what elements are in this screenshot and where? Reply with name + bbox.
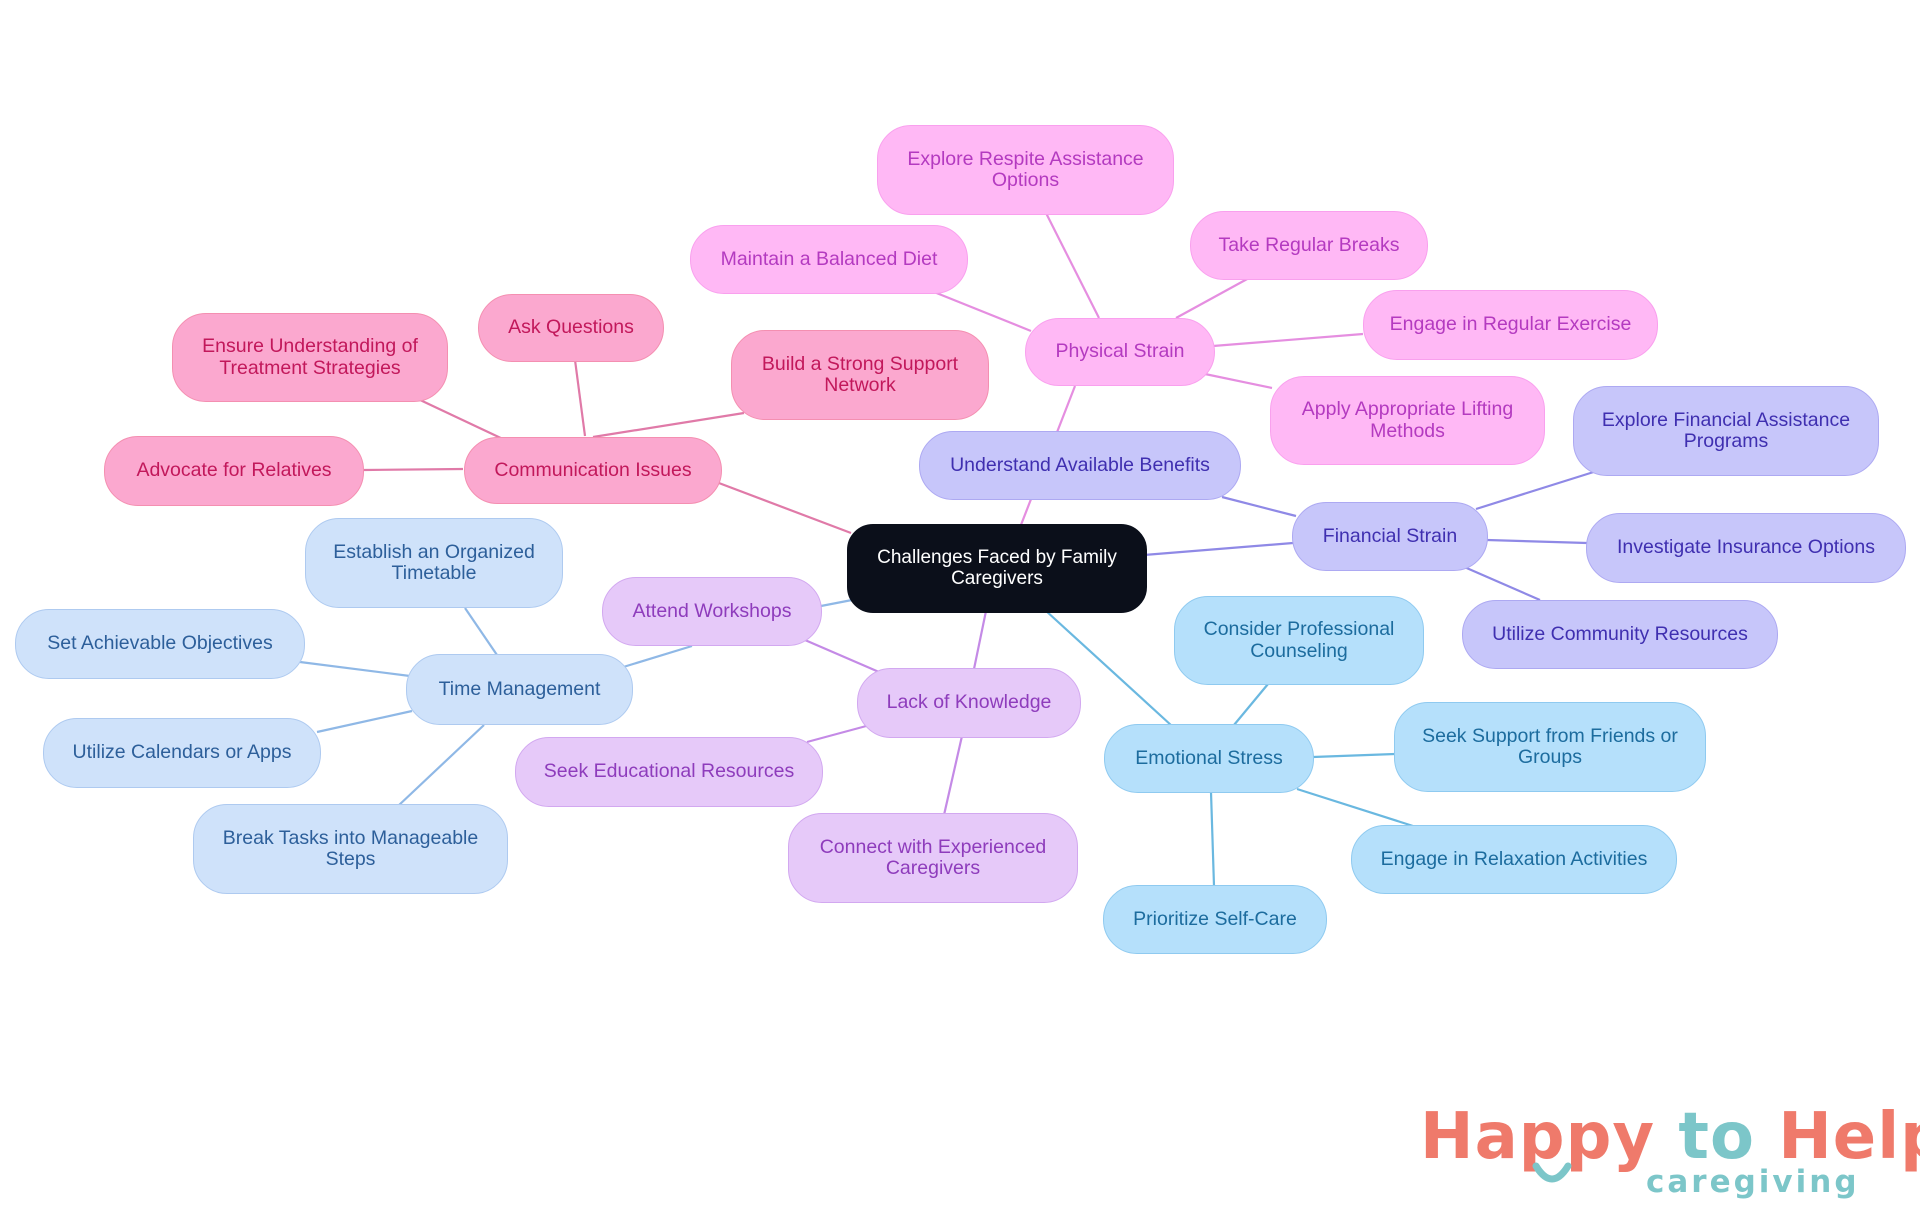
connector-line [797,635,880,674]
logo-wordmark: Happy to Help [1420,1100,1920,1174]
connector-line [1221,495,1297,518]
leaf-financial-assistance: Explore Financial Assistance Programs [1573,386,1879,476]
connector-line [806,723,871,744]
connector-line [1045,212,1100,319]
branch-communication-issues: Communication Issues [464,437,722,504]
leaf-regular-exercise: Engage in Regular Exercise [1363,290,1658,360]
leaf-advocate-for-relatives: Advocate for Relatives [104,436,364,506]
leaf-ensure-understanding: Ensure Understanding of Treatment Strate… [172,313,448,402]
leaf-organized-timetable: Establish an Organized Timetable [305,518,563,608]
root-label: Challenges Faced by Family Caregivers [877,546,1117,589]
connector-line [942,735,964,816]
leaf-professional-counseling: Consider Professional Counseling [1174,596,1424,685]
leaf-build-support-network: Build a Strong Support Network [731,330,989,420]
leaf-insurance-options: Investigate Insurance Options [1586,513,1906,583]
leaf-support-friends-groups: Seek Support from Friends or Groups [1394,702,1706,792]
leaf-relaxation-activities: Engage in Relaxation Activities [1351,825,1677,894]
connector-line [1475,468,1601,511]
connector-line [1204,372,1273,390]
leaf-lifting-methods: Apply Appropriate Lifting Methods [1270,376,1545,465]
leaf-achievable-objectives: Set Achievable Objectives [15,609,305,679]
connector-line [1296,787,1414,828]
connector-line [417,398,506,441]
connector-line [316,709,413,734]
connector-line [1461,564,1541,602]
leaf-break-tasks: Break Tasks into Manageable Steps [193,804,508,894]
leaf-regular-breaks: Take Regular Breaks [1190,211,1428,280]
leaf-ask-questions: Ask Questions [478,294,664,362]
connector-line [1312,752,1396,759]
leaf-community-resources: Utilize Community Resources [1462,600,1778,669]
connector-line [1212,332,1364,348]
connector-line [1486,538,1588,545]
happy-to-help-logo: Happy to Help caregiving [1420,1100,1920,1210]
leaf-prioritize-self-care: Prioritize Self-Care [1103,885,1327,954]
connector-line [702,475,852,535]
connector-line [1209,791,1216,887]
leaf-balanced-diet: Maintain a Balanced Diet [690,225,968,294]
connector-line [464,607,498,656]
connector-line [972,610,988,670]
connector-line [820,598,853,608]
connector-line [363,467,464,472]
logo-subtitle: caregiving [1646,1164,1860,1200]
branch-time-management: Time Management [406,654,633,725]
leaf-calendars-apps: Utilize Calendars or Apps [43,718,321,788]
connector-line [1233,683,1269,726]
branch-financial-strain: Financial Strain [1292,502,1488,571]
connector-line [573,359,587,437]
branch-physical-strain: Physical Strain [1025,318,1215,386]
leaf-understand-benefits: Understand Available Benefits [919,431,1241,500]
connector-line [619,644,693,670]
leaf-experienced-caregivers: Connect with Experienced Caregivers [788,813,1078,903]
branch-emotional-stress: Emotional Stress [1104,724,1314,793]
connector-line [1175,277,1250,319]
leaf-educational-resources: Seek Educational Resources [515,737,823,807]
connector-line [933,290,1032,333]
root-node: Challenges Faced by Family Caregivers [847,524,1147,613]
connector-line [397,724,485,807]
connector-line [299,660,411,678]
branch-lack-of-knowledge: Lack of Knowledge [857,668,1081,738]
smile-icon [1532,1162,1572,1183]
leaf-attend-workshops: Attend Workshops [602,577,822,646]
connector-line [1143,541,1294,557]
leaf-explore-respite: Explore Respite Assistance Options [877,125,1174,215]
connector-line [592,411,745,439]
